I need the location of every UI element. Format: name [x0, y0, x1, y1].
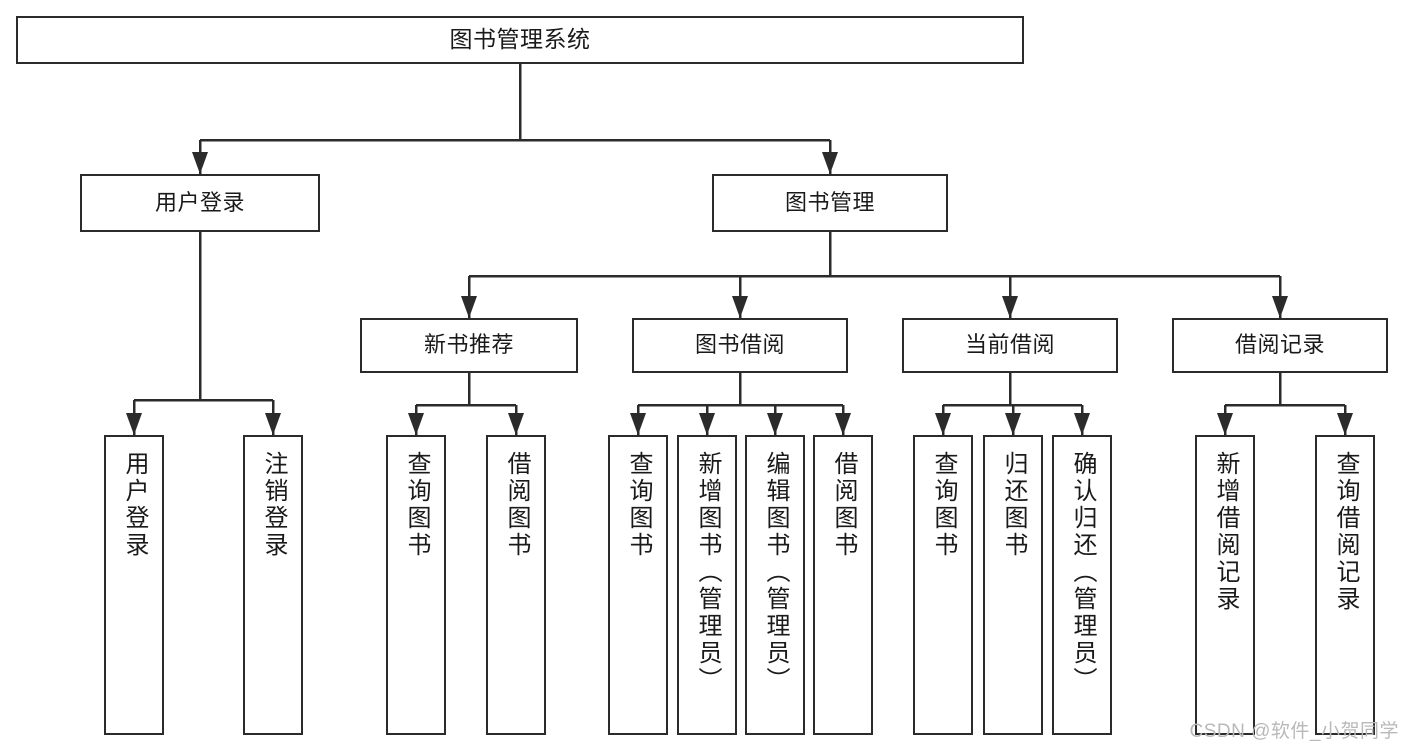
node-label: 编辑图书（管理员） — [762, 451, 789, 694]
node-leaf-new-1[interactable]: 查询图书 — [386, 435, 446, 735]
conn-newbook-arrow-leaf-new-1 — [408, 413, 424, 435]
node-label: 归还图书 — [1000, 451, 1027, 559]
node-leaf-login-1[interactable]: 用户登录 — [104, 435, 164, 735]
conn-current-arrow-leaf-cur-1 — [935, 413, 951, 435]
node-label: 新增借阅记录 — [1212, 451, 1239, 613]
node-leaf-cur-1[interactable]: 查询图书 — [913, 435, 973, 735]
conn-records-arrow-leaf-rec-2 — [1337, 413, 1353, 435]
conn-borrow-arrow-leaf-bor-3 — [767, 413, 783, 435]
node-label: 借阅记录 — [1234, 332, 1325, 358]
node-leaf-rec-1[interactable]: 新增借阅记录 — [1195, 435, 1255, 735]
node-leaf-bor-3[interactable]: 编辑图书（管理员） — [745, 435, 805, 735]
conn-borrow-arrow-leaf-bor-2 — [699, 413, 715, 435]
node-leaf-bor-4[interactable]: 借阅图书 — [813, 435, 873, 735]
node-label: 用户登录 — [121, 451, 148, 559]
node-label: 当前借阅 — [964, 332, 1055, 358]
conn-login-arrow-leaf-login-1 — [126, 413, 142, 435]
node-label: 用户登录 — [154, 189, 245, 215]
conn-borrow-arrow-leaf-bor-1 — [630, 413, 646, 435]
node-label: 确认归还（管理员） — [1069, 451, 1096, 694]
node-newbook[interactable]: 新书推荐 — [360, 318, 578, 373]
node-leaf-cur-3[interactable]: 确认归还（管理员） — [1052, 435, 1112, 735]
node-leaf-rec-2[interactable]: 查询借阅记录 — [1315, 435, 1375, 735]
node-label: 借阅图书 — [830, 451, 857, 559]
node-leaf-bor-2[interactable]: 新增图书（管理员） — [677, 435, 737, 735]
node-label: 注销登录 — [260, 451, 287, 559]
conn-root-arrow-bookmgmt — [822, 152, 838, 174]
conn-current-arrow-leaf-cur-3 — [1074, 413, 1090, 435]
conn-borrow-arrow-leaf-bor-4 — [835, 413, 851, 435]
node-label: 图书管理 — [784, 189, 875, 215]
node-login[interactable]: 用户登录 — [80, 174, 320, 232]
node-label: 图书借阅 — [694, 332, 785, 358]
node-label: 查询图书 — [625, 451, 652, 559]
conn-current-arrow-leaf-cur-2 — [1005, 413, 1021, 435]
node-label: 查询图书 — [930, 451, 957, 559]
conn-bookmgmt-arrow-current — [1002, 296, 1018, 318]
node-leaf-new-2[interactable]: 借阅图书 — [486, 435, 546, 735]
node-label: 图书管理系统 — [449, 26, 591, 53]
node-root[interactable]: 图书管理系统 — [16, 16, 1024, 64]
conn-newbook-arrow-leaf-new-2 — [508, 413, 524, 435]
node-leaf-bor-1[interactable]: 查询图书 — [608, 435, 668, 735]
node-label: 借阅图书 — [503, 451, 530, 559]
conn-records-arrow-leaf-rec-1 — [1217, 413, 1233, 435]
conn-root-arrow-login — [192, 152, 208, 174]
node-leaf-login-2[interactable]: 注销登录 — [243, 435, 303, 735]
node-label: 新书推荐 — [423, 332, 514, 358]
node-label: 查询借阅记录 — [1332, 451, 1359, 613]
node-leaf-cur-2[interactable]: 归还图书 — [983, 435, 1043, 735]
conn-login-arrow-leaf-login-2 — [265, 413, 281, 435]
node-current[interactable]: 当前借阅 — [902, 318, 1118, 373]
conn-bookmgmt-arrow-borrow — [732, 296, 748, 318]
node-label: 查询图书 — [403, 451, 430, 559]
conn-bookmgmt-arrow-newbook — [461, 296, 477, 318]
node-records[interactable]: 借阅记录 — [1172, 318, 1388, 373]
node-borrow[interactable]: 图书借阅 — [632, 318, 848, 373]
node-label: 新增图书（管理员） — [694, 451, 721, 694]
node-bookmgmt[interactable]: 图书管理 — [712, 174, 948, 232]
conn-bookmgmt-arrow-records — [1272, 296, 1288, 318]
